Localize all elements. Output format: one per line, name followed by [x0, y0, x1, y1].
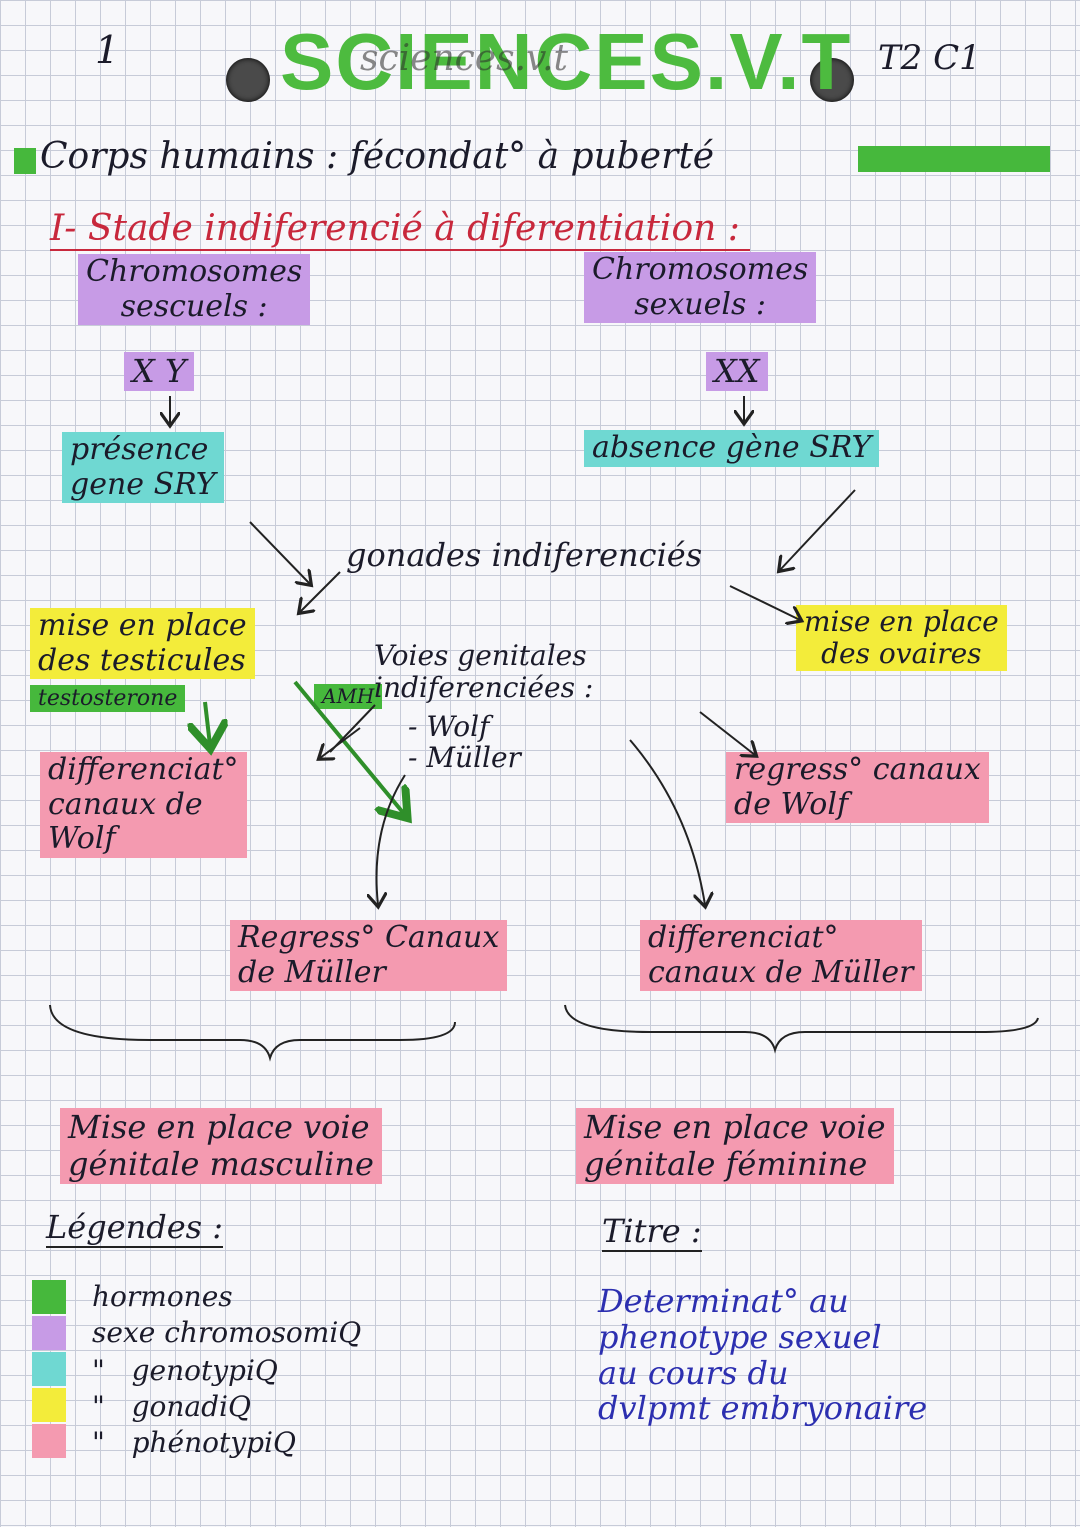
binder-hole-left: [226, 58, 270, 102]
arrow-sry-gonads: [249, 521, 310, 584]
arrow-ducts-muller-regress: [377, 774, 406, 905]
ducts-items: - Wolf - Müller: [408, 710, 521, 774]
binder-hole-right: [810, 58, 854, 102]
female-wolff-regression: regress° canaux de Wolf: [726, 752, 989, 823]
legend-list: hormones sexe chromosomiQ " genotypiQ " …: [32, 1280, 532, 1480]
female-chromosomes-label: Chromosomes sexuels :: [584, 252, 817, 323]
legend-label-hormones: hormones: [92, 1280, 233, 1313]
legend-swatch-gonad: [32, 1388, 66, 1422]
chapter-ref: T2 C1: [878, 38, 981, 78]
arrow-gonads-ovaries: [729, 585, 800, 620]
gonads-undifferentiated: gonades indiferenciés: [346, 536, 703, 574]
legend-swatch-chromosome: [32, 1316, 66, 1350]
female-result: Mise en place voie génitale féminine: [576, 1108, 894, 1184]
arrow-nosry-gonads: [780, 489, 856, 570]
ducts-title: Voies genitales indiferenciées :: [374, 639, 594, 705]
legend-swatch-genotype: [32, 1352, 66, 1386]
brace-male: [49, 1004, 456, 1062]
male-gonad: mise en place des testicules: [30, 608, 255, 679]
subject-title: Corps humains : fécondat° à puberté: [40, 136, 715, 177]
hormone-amh: AMH: [314, 684, 383, 709]
legend-title: Légendes :: [46, 1208, 224, 1248]
female-chromosomes: XX: [706, 352, 768, 391]
female-gene: absence gène SRY: [584, 430, 880, 467]
legend-label-gonad: " gonadiQ: [92, 1390, 251, 1423]
hormone-testosterone: testosterone: [30, 685, 186, 713]
female-muller-diff: differenciat° canaux de Müller: [640, 920, 922, 991]
section-heading: I- Stade indiferencié à diferentiation :: [50, 208, 750, 251]
legend-label-genotype: " genotypiQ: [92, 1354, 278, 1387]
arrow-testosterone-wolff: [205, 701, 210, 745]
arrow-ducts-wolff-regress: [699, 711, 755, 755]
title-text: Determinat° au phenotype sexuel au cours…: [598, 1282, 928, 1428]
male-muller-regression: Regress° Canaux de Müller: [230, 920, 508, 991]
legend-label-chromosome: sexe chromosomiQ: [92, 1316, 362, 1349]
male-gene: présence gene SRY: [62, 432, 224, 503]
male-result: Mise en place voie génitale masculine: [60, 1108, 382, 1184]
title-scribble: sciences.v.t: [360, 38, 569, 79]
male-chromosomes: X Y: [124, 352, 195, 391]
strike-line: [329, 704, 376, 753]
arrow-gonads-testes: [300, 571, 341, 612]
male-chromosomes-label: Chromosomes sescuels :: [78, 254, 311, 325]
arrow-ducts-muller-diff: [629, 739, 705, 905]
female-gonad: mise en place des ovaires: [796, 605, 1007, 672]
legend-label-phenotype: " phénotypiQ: [92, 1426, 296, 1459]
male-wolff-diff: differenciat° canaux de Wolf: [40, 752, 247, 858]
title-heading: Titre :: [602, 1212, 702, 1252]
legend-swatch-phenotype: [32, 1424, 66, 1458]
page-title: SCIENCES.V.T: [280, 17, 853, 106]
page-number: 1: [95, 28, 120, 72]
legend-swatch-hormones: [32, 1280, 66, 1314]
subject-green-bar: [858, 146, 1050, 172]
arrow-amh-muller: [293, 680, 405, 815]
subject-marker: [14, 148, 36, 174]
brace-female: [564, 1004, 1039, 1054]
